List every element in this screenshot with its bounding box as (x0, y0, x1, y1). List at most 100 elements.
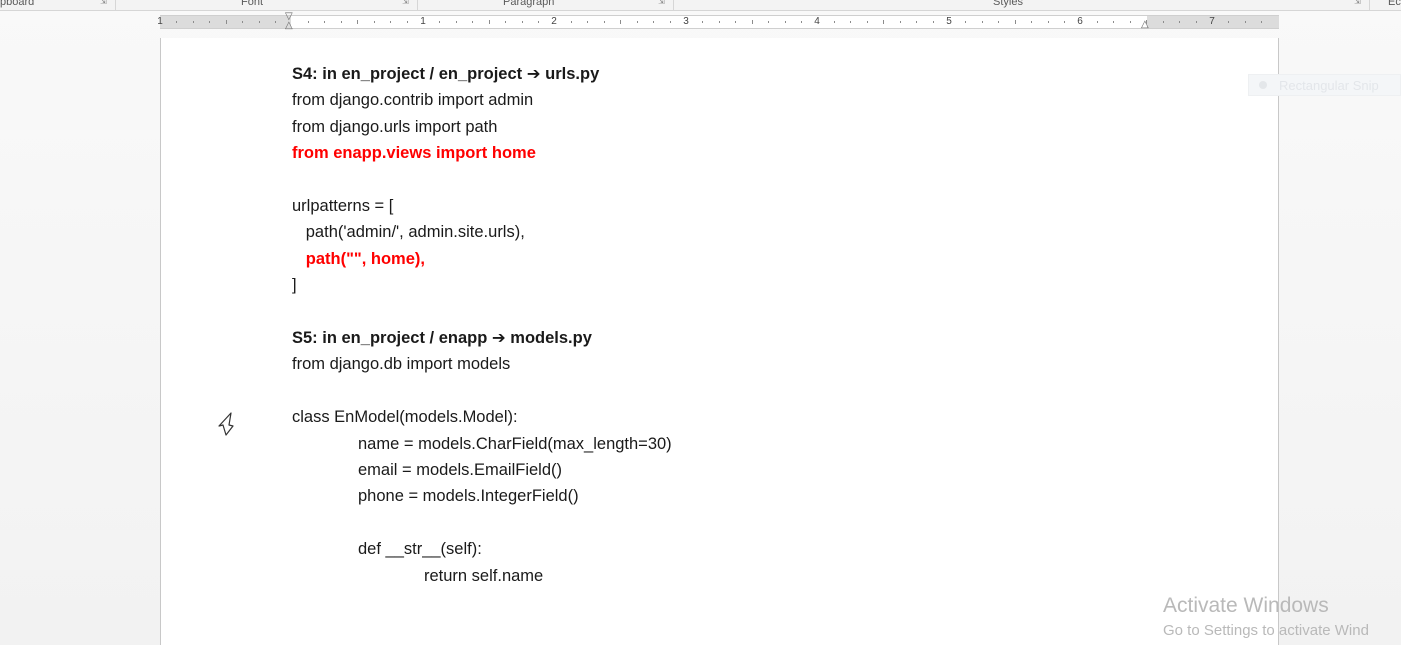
ruler-tick (1130, 21, 1131, 23)
styles-launcher-icon[interactable]: ⇲ (1354, 0, 1361, 6)
ruler-tick (341, 21, 342, 23)
ruler-tick (1163, 21, 1164, 23)
mouse-pointer-icon (218, 412, 234, 436)
ruler-tick (883, 20, 884, 24)
activate-windows-title: Activate Windows (1163, 594, 1329, 617)
ruler-tick (1097, 21, 1098, 23)
ribbon-separator (1369, 0, 1370, 10)
ribbon-group-editing[interactable]: Ec (1388, 0, 1401, 8)
snip-icon (1259, 81, 1267, 89)
ribbon-group-styles[interactable]: Styles (993, 0, 1023, 8)
ruler-tick (1146, 20, 1147, 24)
ruler-number: 7 (1209, 16, 1215, 27)
ruler-number: 2 (551, 16, 557, 27)
ruler-number: 1 (157, 16, 163, 27)
ruler-tick (571, 21, 572, 23)
ruler-tick (308, 21, 309, 23)
side-pane-item[interactable]: Rectangular Snip (1248, 74, 1401, 96)
ruler-tick (1261, 21, 1262, 23)
document-line[interactable]: S4: in en_project / en_project ➔ urls.py (292, 65, 600, 83)
ruler-tick (456, 21, 457, 23)
ruler-tick (620, 20, 621, 24)
ruler-tick (1064, 21, 1065, 23)
hanging-indent-icon[interactable]: △ (285, 20, 293, 31)
ruler-tick (209, 21, 210, 23)
document-line[interactable]: ] (292, 276, 297, 295)
ruler-tick (226, 20, 227, 24)
document-line[interactable]: return self.name (424, 566, 544, 585)
document-line[interactable]: path("", home), (292, 249, 425, 268)
ruler-tick (933, 21, 934, 23)
ruler-tick (374, 21, 375, 23)
font-launcher-icon[interactable]: ⇲ (402, 0, 409, 6)
ruler-tick (1113, 21, 1114, 23)
ribbon-group-font[interactable]: Font (241, 0, 264, 8)
document-line[interactable]: S5: in en_project / enapp ➔ models.py (292, 329, 592, 347)
ribbon-group-clipboard[interactable]: pboard (0, 0, 35, 8)
ruler-tick (702, 21, 703, 23)
ruler-tick (1048, 21, 1049, 23)
ruler-tick (193, 21, 194, 23)
ruler-tick (604, 21, 605, 23)
document-line[interactable]: def __str__(self): (358, 540, 482, 559)
ruler-number: 6 (1077, 16, 1083, 27)
ruler-tick (1179, 21, 1180, 23)
ruler-tick (587, 21, 588, 23)
ruler-tick (637, 21, 638, 23)
ruler-number: 3 (683, 16, 689, 27)
ruler-tick (176, 21, 177, 23)
ruler-tick (719, 21, 720, 23)
ruler-tick (801, 21, 802, 23)
ruler-tick (850, 21, 851, 23)
ribbon-separator (115, 0, 116, 10)
document-line[interactable]: from enapp.views import home (292, 144, 536, 163)
ruler-tick (505, 21, 506, 23)
ruler-tick (867, 21, 868, 23)
ruler-number: 5 (946, 16, 952, 27)
ribbon-group-paragraph[interactable]: Paragraph (503, 0, 555, 8)
document-line[interactable]: from django.contrib import admin (292, 91, 534, 110)
ruler-tick (472, 21, 473, 23)
clipboard-launcher-icon[interactable]: ⇲ (100, 0, 107, 6)
ribbon-group-labels: pboard ⇲ Font ⇲ Paragraph ⇲ Styles ⇲ Ec (0, 0, 1401, 11)
ruler-tick (439, 21, 440, 23)
paragraph-launcher-icon[interactable]: ⇲ (658, 0, 665, 6)
ruler-tick (752, 20, 753, 24)
ribbon-separator (673, 0, 674, 10)
ruler-tick (1228, 21, 1229, 23)
document-page[interactable]: S4: in en_project / en_project ➔ urls.py… (160, 38, 1279, 645)
ruler-tick (390, 21, 391, 23)
document-line[interactable]: from django.db import models (292, 355, 511, 374)
ruler-tick (1196, 21, 1197, 23)
activate-windows-subtitle: Go to Settings to activate Wind (1163, 622, 1369, 639)
ruler-number: 4 (814, 16, 820, 27)
document-line[interactable]: phone = models.IntegerField() (358, 487, 579, 506)
ruler-tick (670, 21, 671, 23)
document-line[interactable]: urlpatterns = [ (292, 197, 394, 215)
right-indent-icon[interactable]: △ (1141, 19, 1149, 30)
document-line[interactable]: name = models.CharField(max_length=30) (358, 434, 672, 453)
ruler-tick (998, 21, 999, 23)
ruler-tick (900, 21, 901, 23)
ruler-tick (275, 21, 276, 23)
ruler-tick (982, 21, 983, 23)
ruler-tick (489, 20, 490, 24)
document-line[interactable]: path('admin/', admin.site.urls), (292, 223, 525, 242)
ruler-tick (834, 21, 835, 23)
document-line[interactable]: class EnModel(models.Model): (292, 408, 518, 427)
horizontal-ruler[interactable]: 1 1 2 3 4 5 6 7 ▽ △ △ (157, 11, 1279, 31)
ribbon-separator (417, 0, 418, 10)
document-line[interactable]: email = models.EmailField() (358, 461, 563, 479)
ruler-tick (768, 21, 769, 23)
first-line-indent-icon[interactable]: ▽ (285, 11, 293, 22)
ruler-tick (785, 21, 786, 23)
ruler-number: 1 (420, 16, 426, 27)
ruler-tick (242, 21, 243, 23)
ruler-tick (735, 21, 736, 23)
document-line[interactable]: from django.urls import path (292, 117, 498, 136)
ruler-tick (357, 20, 358, 24)
ruler-tick (407, 21, 408, 23)
ruler-tick (538, 21, 539, 23)
side-pane-item-label: Rectangular Snip (1279, 78, 1379, 93)
